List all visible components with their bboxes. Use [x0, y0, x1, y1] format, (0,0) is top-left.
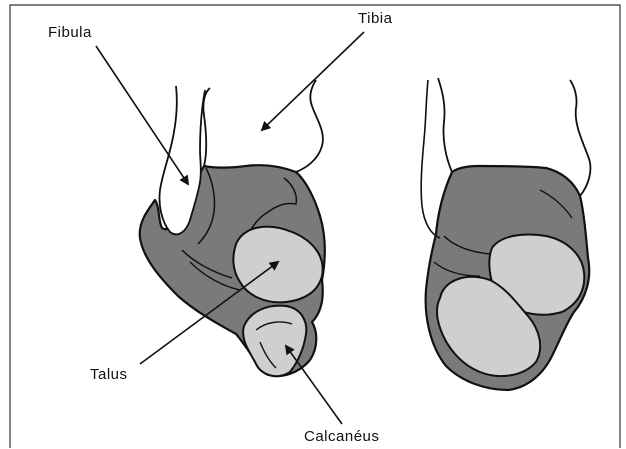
calcaneus-label: Calcanéus — [304, 428, 379, 445]
calcaneus-arrow — [286, 346, 342, 424]
talus-label: Talus — [90, 366, 128, 383]
fibula-label: Fibula — [48, 24, 92, 41]
right-fibula-outline — [421, 80, 440, 238]
tibia-label: Tibia — [358, 10, 392, 27]
fibula-arrow — [96, 46, 188, 184]
right-tibia-outline-right — [570, 80, 590, 196]
right-ankle-illustration — [421, 78, 590, 390]
left-tibia-outline — [203, 88, 210, 166]
left-ankle-illustration — [140, 80, 325, 376]
right-tibia-outline — [438, 78, 452, 172]
tibia-arrow — [262, 32, 364, 130]
